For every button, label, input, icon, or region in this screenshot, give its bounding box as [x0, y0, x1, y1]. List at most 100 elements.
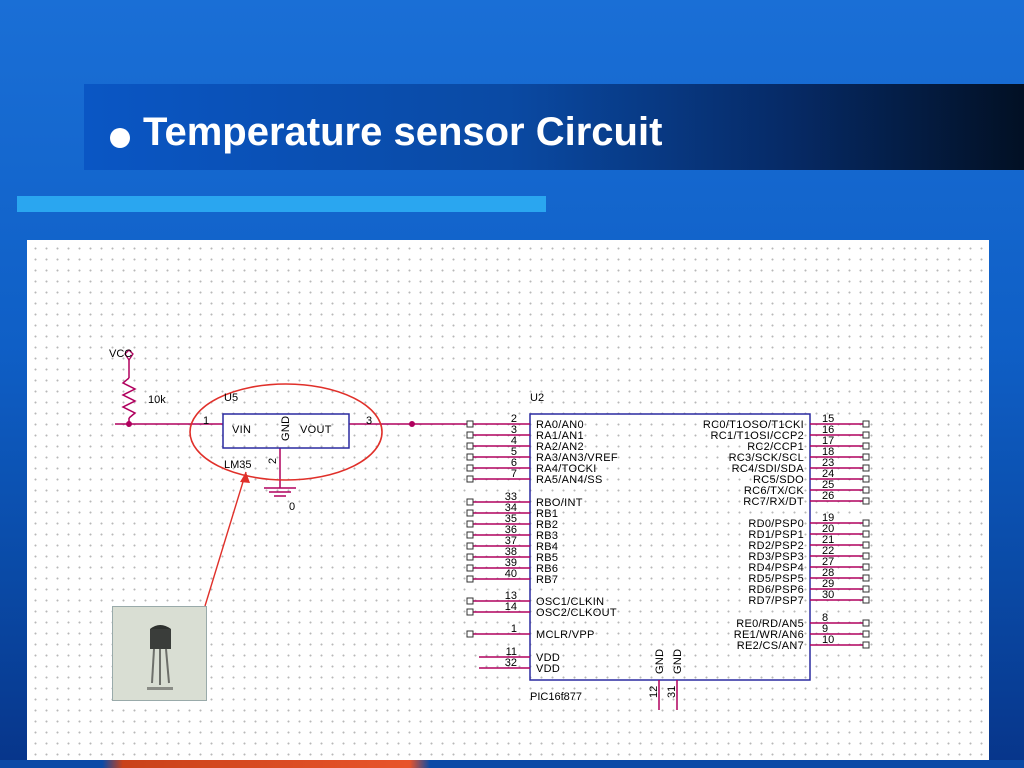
mcu-right-pin-name: RC7/RX/DT: [743, 496, 804, 508]
lm35-body: [222, 413, 350, 449]
pin-terminal: [862, 475, 870, 483]
mcu-body: [529, 413, 811, 681]
pin-terminal: [466, 431, 474, 439]
mcu-right-pin-num: 26: [822, 490, 834, 502]
mcu-right-pin-num: 15: [822, 413, 834, 425]
mcu-bottom-pin-num: 31: [666, 686, 678, 698]
mcu-left-pin-num: 35: [505, 513, 517, 525]
pin-terminal: [466, 498, 474, 506]
mcu-left-pin-name: RA0/AN0: [536, 419, 584, 431]
pin-terminal: [466, 464, 474, 472]
mcu-right-pin-name: RC5/SDO: [753, 474, 804, 486]
mcu-right-pin-num: 30: [822, 589, 834, 601]
mcu-right-pin-num: 8: [822, 612, 828, 624]
mcu-bottom-pin-name: GND: [672, 649, 684, 674]
mcu-right-pin-name: RC1/T1OSI/CCP2: [711, 430, 804, 442]
title-band: [84, 84, 1024, 170]
mcu-right-pin-name: RE2/CS/AN7: [737, 640, 804, 652]
sensor-pin-vin-num: 1: [203, 415, 209, 427]
mcu-left-pin-num: 2: [511, 413, 517, 425]
pin-terminal: [862, 442, 870, 450]
mcu-left-pin-num: 34: [505, 502, 517, 514]
mcu-left-pin-num: 40: [505, 568, 517, 580]
pin-terminal: [862, 596, 870, 604]
sensor-pin-vout: VOUT: [300, 424, 332, 436]
pin-terminal: [466, 531, 474, 539]
mcu-right-pin-num: 10: [822, 634, 834, 646]
junction-dot: [126, 421, 132, 427]
resistor-10k: [121, 377, 137, 419]
mcu-right-pin-name: RD3/PSP3: [748, 551, 804, 563]
mcu-left-pin-name: RB3: [536, 530, 558, 542]
mcu-left-pin-num: 13: [505, 590, 517, 602]
mcu-left-pin-name: RA5/AN4/SS: [536, 474, 603, 486]
mcu-left-pin-name: RB2: [536, 519, 558, 531]
pin-terminal: [862, 497, 870, 505]
mcu-left-pin-name: OSC1/CLKIN: [536, 596, 604, 608]
mcu-left-pin-num: 1: [511, 623, 517, 635]
pin-terminal: [466, 630, 474, 638]
pin-terminal: [862, 641, 870, 649]
pin-terminal: [466, 442, 474, 450]
pin-terminal: [862, 630, 870, 638]
mcu-right-pin-name: RC6/TX/CK: [744, 485, 805, 497]
pin-terminal: [466, 553, 474, 561]
mcu-right-pin-num: 22: [822, 545, 834, 557]
mcu-left-pin-num: 14: [505, 601, 517, 613]
pin-terminal: [466, 542, 474, 550]
vcc-arrow: [124, 349, 134, 362]
mcu-ref: U2: [530, 392, 544, 404]
mcu-left-pin-name: RB5: [536, 552, 558, 564]
mcu-right-pin-name: RC2/CCP1: [747, 441, 804, 453]
pin-terminal: [862, 464, 870, 472]
mcu-right-pin-num: 29: [822, 578, 834, 590]
mcu-left-pin-name: VDD: [536, 652, 560, 664]
sensor-pin-vin: VIN: [232, 424, 251, 436]
mcu-left-pin-num: 11: [506, 646, 517, 658]
mcu-right-pin-num: 9: [822, 623, 828, 635]
mcu-right-pin-name: RD6/PSP6: [748, 584, 804, 596]
schematic-drawing: VCC 10k U5 LM35 1 3 VIN VOUT GND 2 0 U2 …: [109, 348, 870, 710]
ground-label: 0: [289, 501, 295, 513]
pin-terminal: [466, 597, 474, 605]
pin-terminal: [862, 530, 870, 538]
mcu-bottom-pin-name: GND: [654, 649, 666, 674]
mcu-right-pin-name: RD2/PSP2: [748, 540, 804, 552]
pin-terminal: [862, 585, 870, 593]
pin-terminal: [466, 608, 474, 616]
mcu-left-pin-name: RBO/INT: [536, 497, 583, 509]
sensor-pin-gnd: GND: [280, 416, 292, 441]
pin-terminal: [466, 509, 474, 517]
mcu-left-pin-num: 37: [505, 535, 517, 547]
sensor-part: LM35: [224, 459, 252, 471]
mcu-right-pin-num: 25: [822, 479, 834, 491]
mcu-left-pin-name: VDD: [536, 663, 560, 675]
pin-terminal: [862, 552, 870, 560]
mcu-right-pin-name: RD4/PSP4: [748, 562, 804, 574]
mcu-left-pin-name: RA4/TOCKI: [536, 463, 597, 475]
mcu-right-pin-name: RC0/T1OSO/T1CKI: [703, 419, 804, 431]
pin-terminal: [862, 541, 870, 549]
pin-terminal: [466, 475, 474, 483]
mcu-right-pin-num: 19: [822, 512, 834, 524]
mcu-right-pin-num: 24: [822, 468, 834, 480]
mcu-right-pin-name: RC3/SCK/SCL: [729, 452, 804, 464]
pin-terminal: [466, 575, 474, 583]
mcu-right-pin-num: 28: [822, 567, 834, 579]
mcu-left-pin-num: 3: [511, 424, 517, 436]
pin-terminal: [862, 519, 870, 527]
pin-terminal: [862, 420, 870, 428]
sensor-highlight-ellipse: [189, 383, 383, 481]
pin-terminal: [862, 563, 870, 571]
mcu-left-pin-name: RB7: [536, 574, 558, 586]
mcu-left-pin-name: RA1/AN1: [536, 430, 584, 442]
resistor-label: 10k: [148, 394, 166, 406]
mcu-right-pin-num: 21: [822, 534, 834, 546]
mcu-left-pin-num: 36: [505, 524, 517, 536]
mcu-left-pin-num: 39: [505, 557, 517, 569]
pin-terminal: [466, 564, 474, 572]
pin-terminal: [862, 431, 870, 439]
pin-terminal: [466, 453, 474, 461]
mcu-right-pin-num: 20: [822, 523, 834, 535]
mcu-left-pin-name: RB1: [536, 508, 558, 520]
